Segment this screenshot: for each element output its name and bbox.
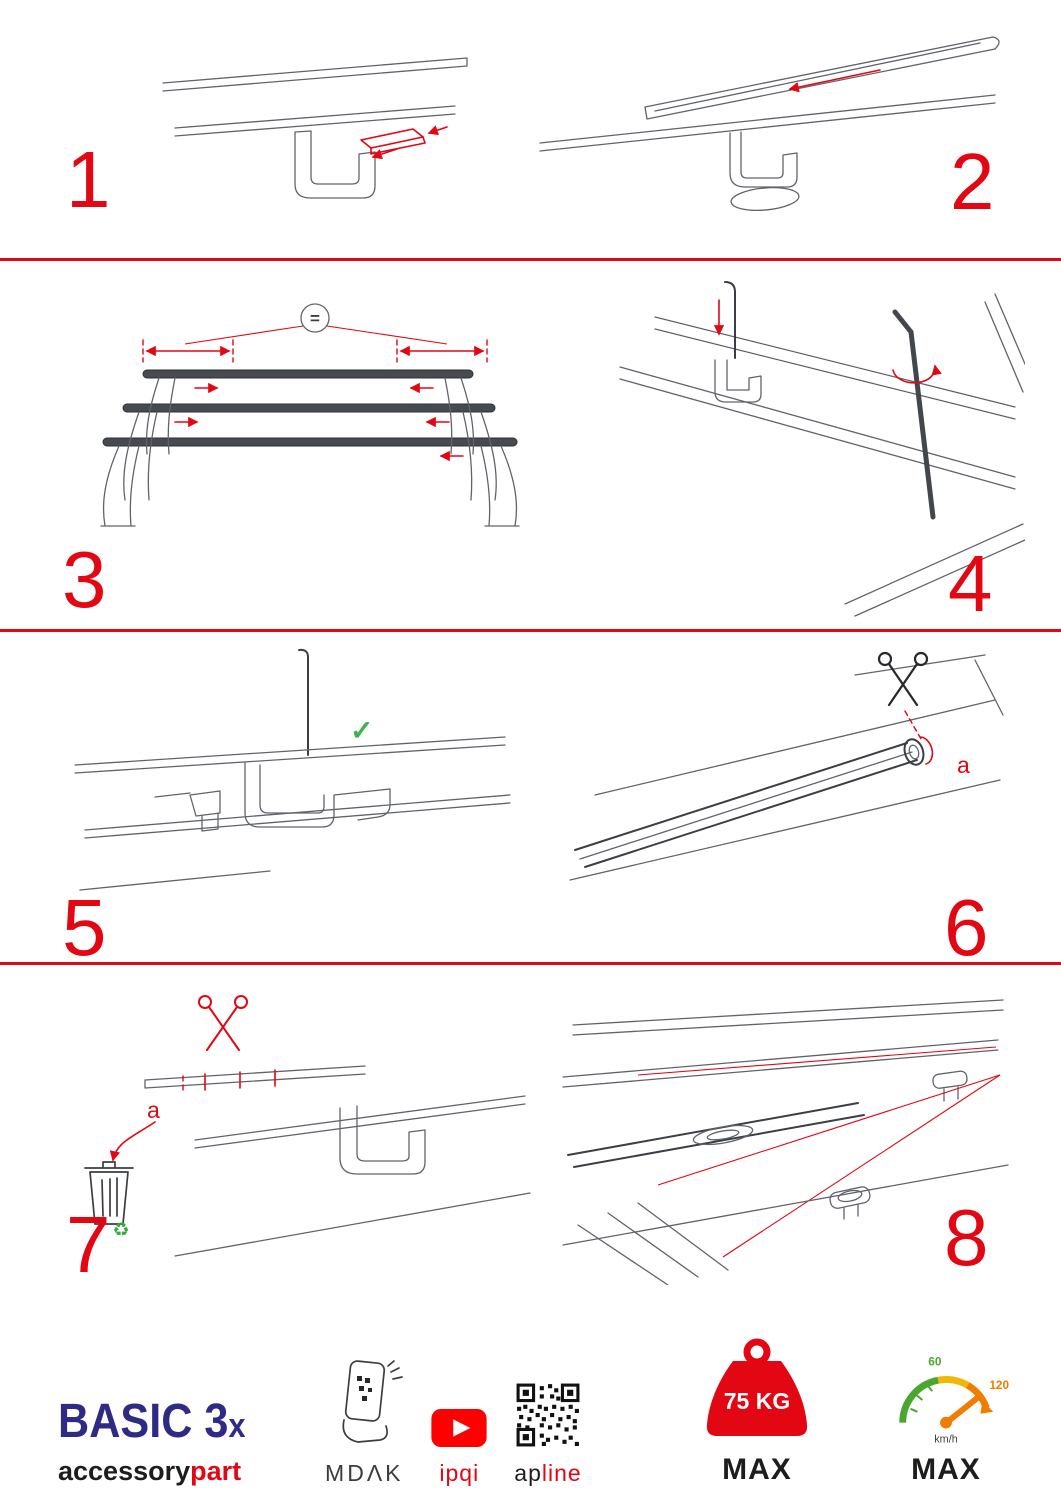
youtube-icon (431, 1408, 487, 1448)
recycle-icon: ♻ (112, 1220, 129, 1241)
apline-label-right: line (541, 1460, 582, 1486)
t-bolt-adapter (932, 1070, 968, 1102)
trash-icon: ♻ (84, 1161, 134, 1241)
weight-max-label: MAX (722, 1453, 792, 1486)
step-1-illustration (162, 57, 468, 199)
allen-key (892, 309, 942, 520)
max-weight-block: 75 KG MAX (691, 1335, 823, 1487)
equals-badge: = (184, 303, 448, 345)
cut-label: a (147, 1097, 160, 1123)
equals-label: = (310, 309, 320, 328)
max-speed-block: 60 120 km/h MAX (881, 1349, 1011, 1487)
locking-pin (298, 648, 309, 756)
product-name-suffix: x (228, 1407, 246, 1445)
section-divider (0, 629, 1061, 632)
brand-name-right: part (190, 1456, 242, 1486)
step-number: 4 (948, 539, 993, 628)
scissors-icon (198, 995, 248, 1051)
speed-unit: km/h (934, 1433, 957, 1445)
weight-value: 75 KG (724, 1388, 790, 1414)
apline-block: apline (514, 1382, 581, 1487)
t-bolt-adapter (829, 1186, 871, 1220)
apline-label: apline (514, 1460, 581, 1487)
section-divider (0, 962, 1061, 965)
ipqi-label: ipqi (439, 1460, 480, 1486)
step-6-illustration: a (569, 651, 1004, 881)
phone-qr-icon (342, 1360, 404, 1443)
speed-tick-low: 60 (928, 1355, 942, 1369)
brand-name-left: accessory (58, 1456, 191, 1486)
section-divider (0, 258, 1061, 261)
step-8-illustration (562, 999, 1009, 1285)
step-number: 6 (944, 883, 989, 972)
step-number: 1 (66, 135, 111, 224)
step-4-illustration (619, 281, 1025, 617)
brand-name: accessorypart (58, 1456, 241, 1487)
product-logo: BASIC 3x (58, 1398, 245, 1446)
scissors-icon (877, 651, 929, 707)
dimension-arrows (142, 339, 488, 363)
locking-pin (713, 281, 736, 359)
slide-arrows (174, 382, 464, 462)
step-5-illustration: ✓ (74, 648, 511, 891)
step-number: 7 (66, 1200, 111, 1289)
rack-feet (100, 377, 520, 527)
mdak-block: MDΛK (324, 1356, 404, 1487)
apline-label-left: ap (514, 1460, 542, 1486)
step-number: 3 (62, 535, 107, 624)
cut-label: a (957, 752, 970, 778)
step-2-illustration (539, 36, 1000, 212)
weight-icon: 75 KG (706, 1338, 808, 1436)
cut-marks (182, 1069, 276, 1093)
speed-tick-high: 120 (989, 1378, 1009, 1392)
guide-lines (657, 1074, 1001, 1258)
step-number: 2 (950, 137, 995, 226)
step-number: 5 (62, 883, 107, 972)
step-7-illustration: a ♻ (84, 995, 531, 1257)
step-3-illustration: = (100, 303, 520, 527)
speedometer-icon: 60 120 km/h (899, 1355, 1009, 1445)
brand-block: BASIC 3x accessorypart (58, 1398, 266, 1487)
mdak-label: MDΛK (325, 1460, 404, 1486)
insert-plate (360, 125, 448, 160)
product-name: BASIC 3 (58, 1395, 229, 1448)
ipqi-block: ipqi (430, 1408, 488, 1487)
step-number: 8 (944, 1193, 989, 1282)
footer: BASIC 3x accessorypart MDΛK (58, 1292, 1011, 1487)
qr-code-icon (516, 1383, 580, 1447)
speed-max-label: MAX (911, 1453, 981, 1486)
checkmark-icon: ✓ (350, 715, 373, 746)
